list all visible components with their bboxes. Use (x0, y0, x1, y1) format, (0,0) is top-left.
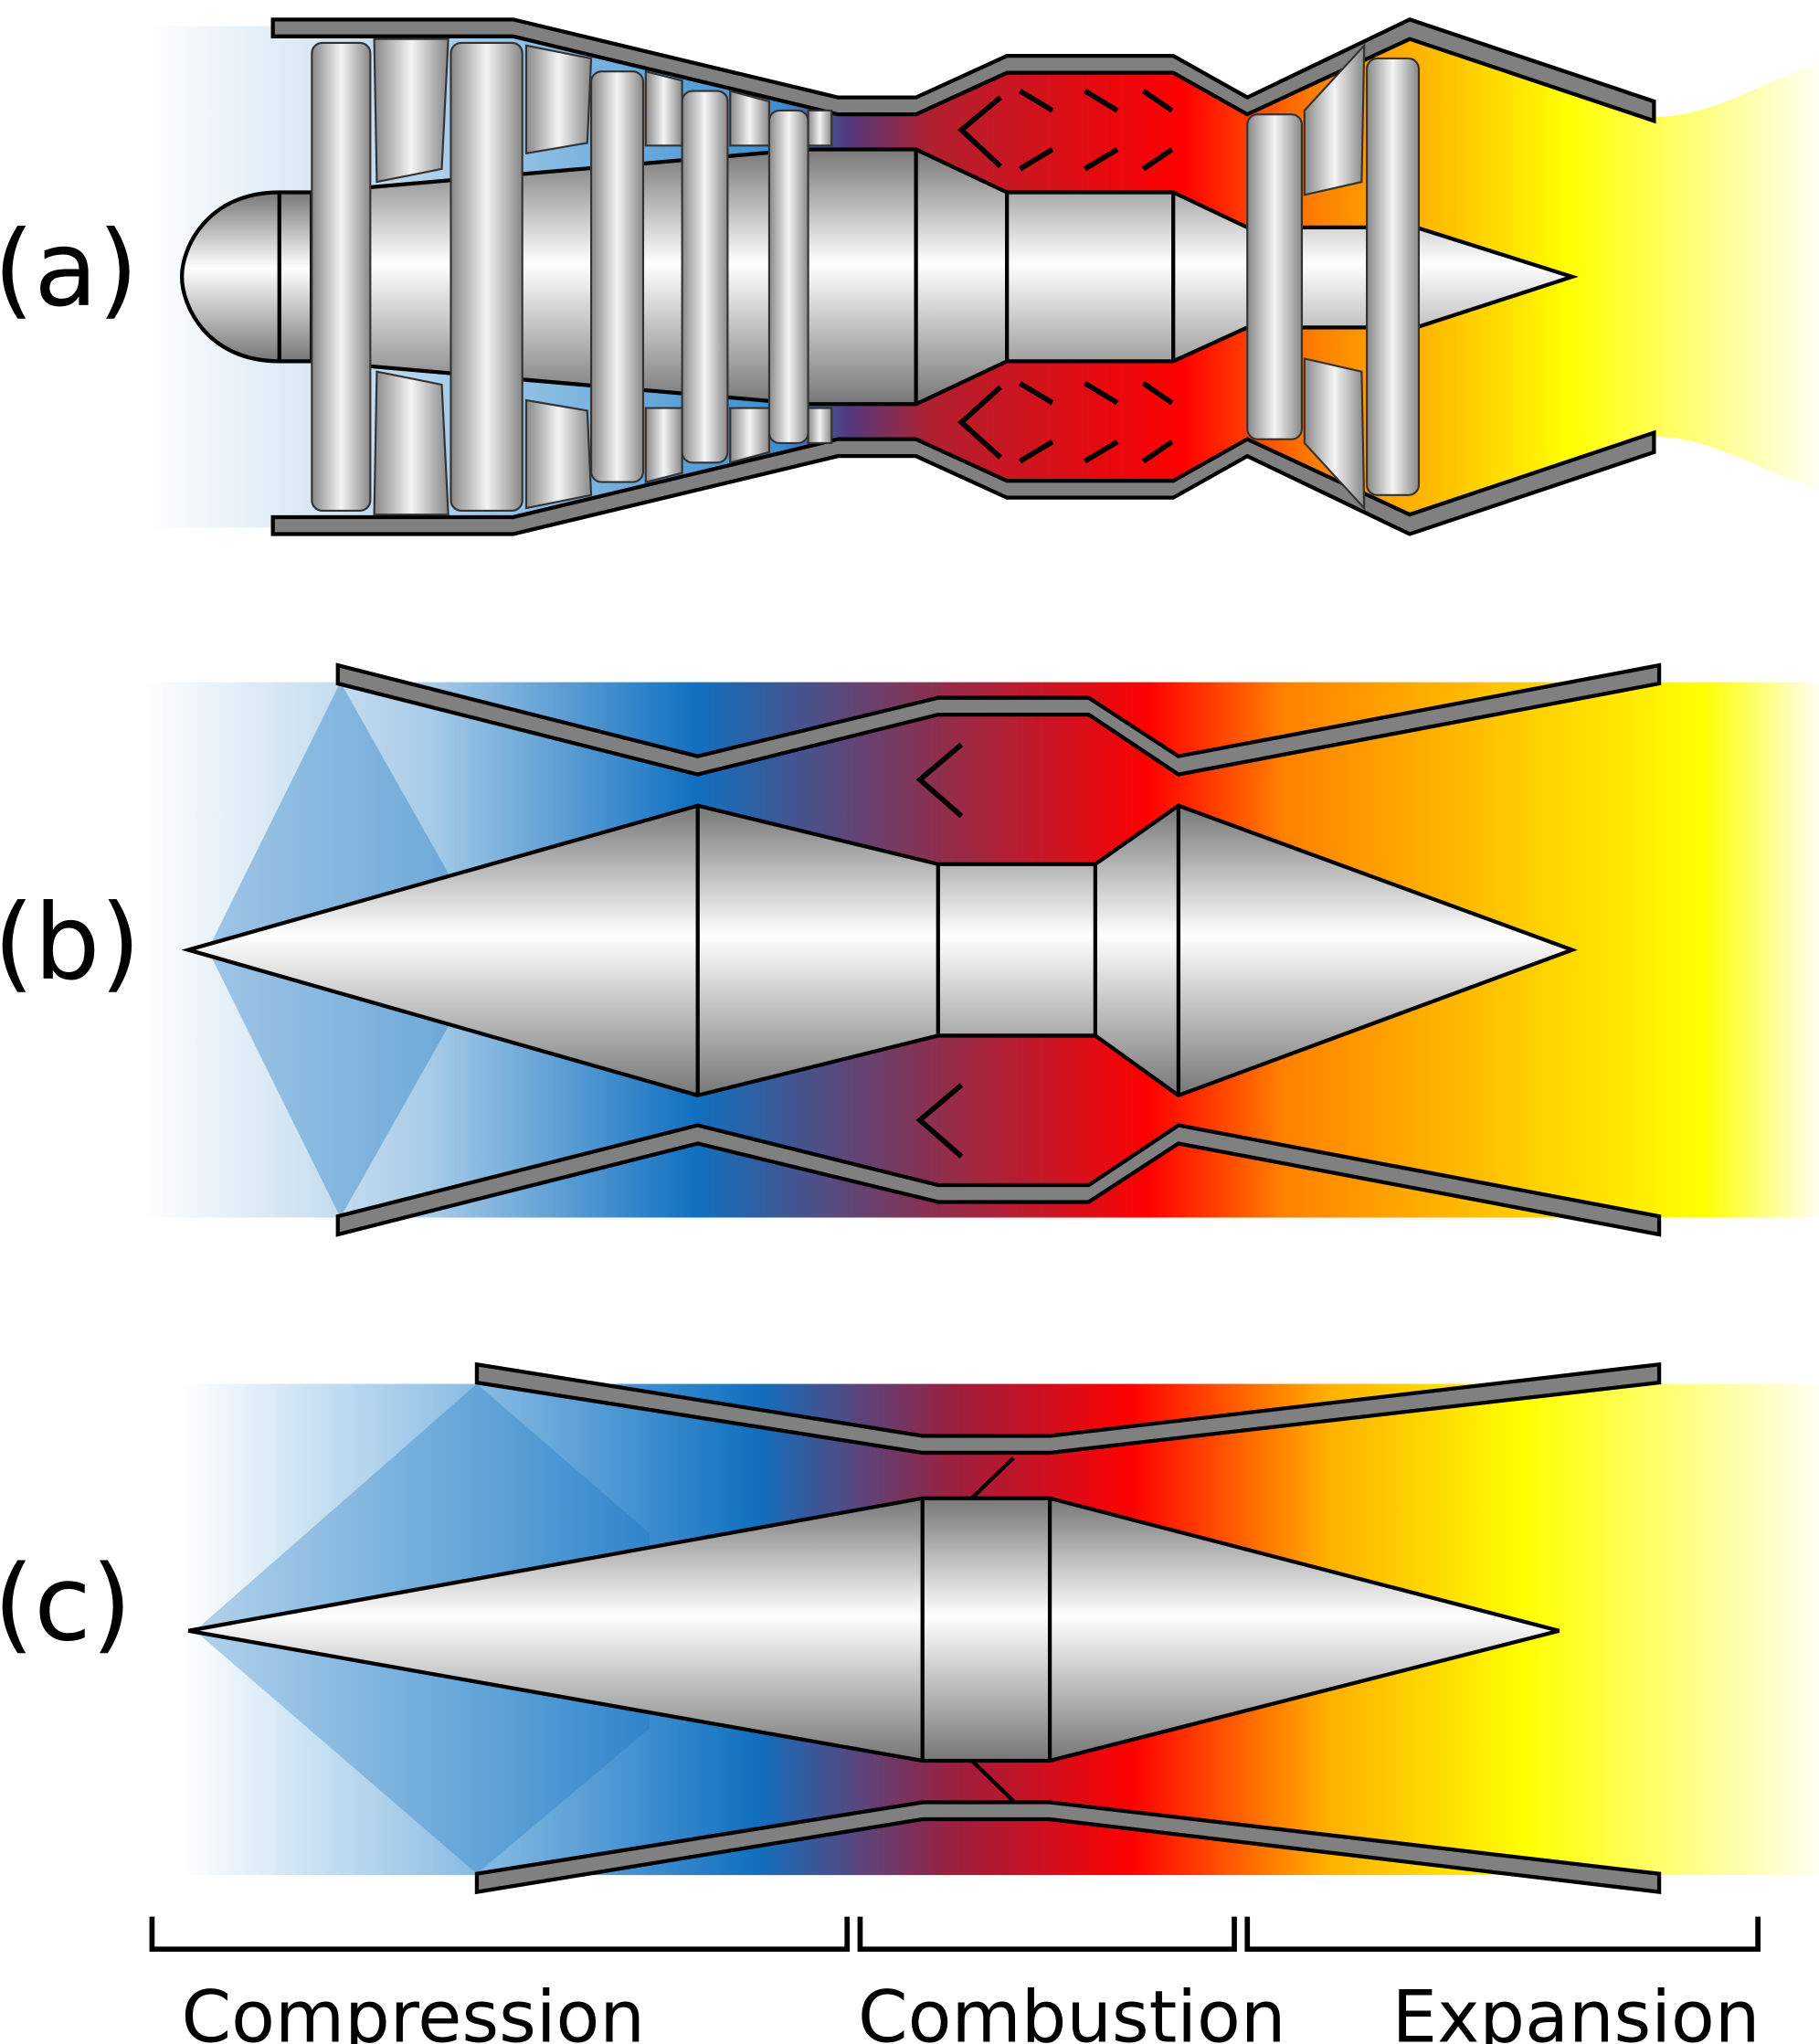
flame-holders (957, 89, 1174, 464)
panel-label-b: (b) (0, 882, 141, 1003)
stage-label-compression: Compression (182, 1975, 645, 2044)
combustion-bracket (857, 1916, 1237, 1953)
ramjet-internal-lines (695, 805, 1181, 1096)
scramjet-casing-bottom (474, 1800, 1662, 1895)
scramjet-internal-lines (920, 1456, 1052, 1803)
expansion-bracket (1244, 1916, 1761, 1953)
turbojet-panel: (a) (0, 17, 1819, 536)
turbojet-casing-top (270, 17, 1656, 124)
compression-bracket (149, 1916, 851, 1953)
turbine-blades (1246, 42, 1421, 511)
ramjet-flame-holders (915, 742, 964, 1159)
ramjet-panel: (b) (0, 662, 1819, 1237)
stage-label-expansion: Expansion (1392, 1975, 1761, 2044)
panel-label-c: (c) (0, 1543, 132, 1665)
ramjet-casing-top (335, 662, 1662, 777)
compressor-blades (311, 37, 833, 516)
ramjet-casing-bottom (335, 1123, 1662, 1237)
ramjet-center-body (181, 803, 1578, 1098)
panel-label-a: (a) (0, 208, 138, 330)
scramjet-panel: (c) (0, 1361, 1819, 1895)
turbojet-casing-bottom (270, 429, 1656, 536)
stage-label-combustion: Combustion (858, 1975, 1285, 2044)
scramjet-casing-top (474, 1361, 1662, 1456)
stage-brackets (149, 1916, 1761, 1953)
